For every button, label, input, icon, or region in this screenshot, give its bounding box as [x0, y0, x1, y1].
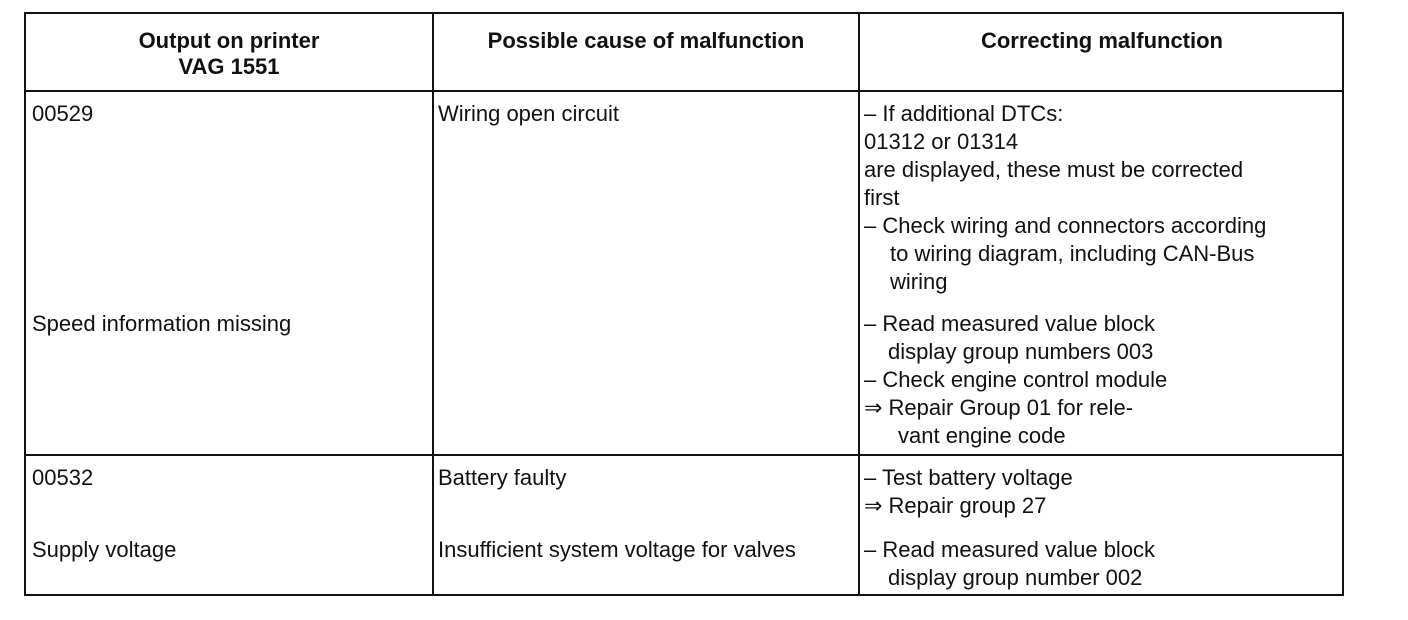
row1-code: 00529	[32, 101, 94, 126]
row1-description: Speed information missing	[32, 311, 292, 336]
row2-correction-b: – Read measured value block display grou…	[864, 537, 1156, 590]
header-output-line2: VAG 1551	[178, 54, 280, 79]
row2-cause-b: Insufficient system voltage for valves	[438, 537, 796, 562]
row2-cause-a: Battery faulty	[438, 465, 567, 490]
column-divider-2	[858, 14, 860, 594]
row2-code: 00532	[32, 465, 94, 490]
header-output-line1: Output on printer	[138, 28, 320, 53]
row2-description: Supply voltage	[32, 537, 177, 562]
column-divider-1	[432, 14, 434, 594]
row-divider	[26, 454, 1342, 456]
diagnostic-table: Output on printer VAG 1551 Possible caus…	[24, 12, 1344, 596]
header-output-on-printer: Output on printer VAG 1551	[26, 14, 432, 90]
row1-correction-a: – If additional DTCs: 01312 or 01314 are…	[864, 101, 1267, 294]
header-correcting: Correcting malfunction	[980, 28, 1223, 53]
row2-correction-a: – Test battery voltage ⇒ Repair group 27	[864, 465, 1073, 518]
header-divider	[26, 90, 1342, 92]
header-possible-cause: Possible cause of malfunction	[487, 28, 805, 53]
row1-correction-b: – Read measured value block display grou…	[864, 311, 1168, 448]
row1-cause: Wiring open circuit	[438, 101, 619, 126]
